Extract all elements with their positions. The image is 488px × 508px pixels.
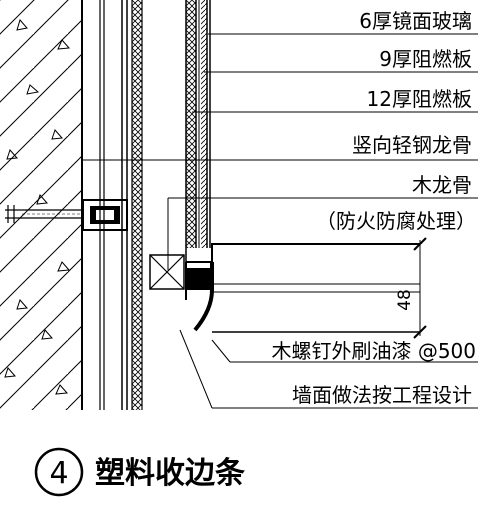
drawing-title: 4 塑料收边条: [34, 447, 245, 497]
title-number-circle: [34, 447, 84, 497]
board-layers: [121, 0, 143, 410]
label-wall-note: 墙面做法按工程设计: [292, 383, 472, 407]
label-fire-board-12: 12厚阻燃板: [367, 87, 472, 111]
concrete-wall: [0, 0, 83, 410]
label-wood-keel-note: （防火防腐处理）: [316, 209, 476, 233]
label-fire-board-9: 9厚阻燃板: [379, 47, 472, 71]
dimension-label: 48: [395, 289, 415, 311]
label-mirror-glass: 6厚镜面玻璃: [359, 9, 472, 33]
anchor-bolt: [5, 205, 85, 223]
plastic-edge-trim: [185, 243, 420, 333]
label-wood-keel: 木龙骨: [412, 173, 472, 197]
wood-keel-block: [149, 254, 185, 290]
title-text: 塑料收边条: [95, 456, 245, 491]
title-number: 4: [49, 456, 68, 491]
steel-keel-channel: [82, 0, 128, 410]
label-steel-keel: 竖向轻钢龙骨: [352, 133, 472, 157]
leader-lines: [102, 33, 478, 409]
dimension-48: 48: [395, 237, 427, 339]
label-screw-note: 木螺钉外刷油漆 @500: [271, 339, 476, 363]
panel-layers: [185, 0, 211, 280]
